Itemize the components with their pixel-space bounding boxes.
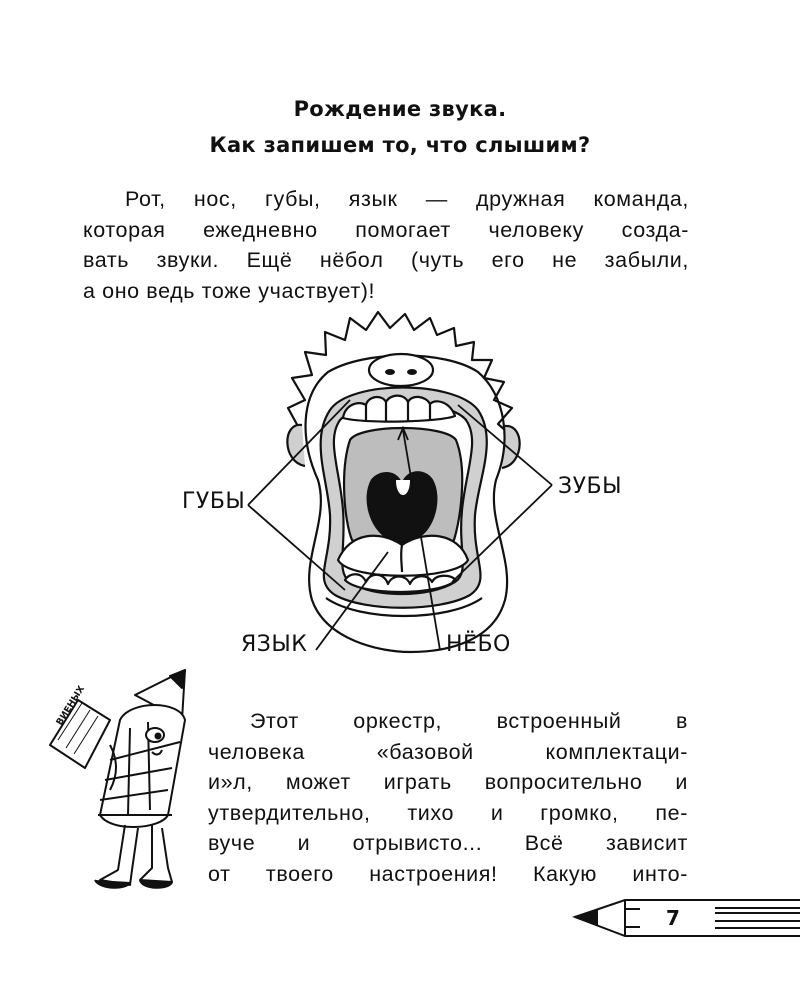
label-lips: ГУБЫ [182, 489, 246, 514]
intro-line: Рот, нос, губы, язык — дружная команда, [125, 187, 689, 211]
page-heading-line-1: Рождение звука. [293, 97, 507, 121]
page-heading-line-2: Как запишем то, что слышим? [209, 133, 591, 157]
label-teeth: ЗУБЫ [558, 474, 623, 499]
tongue [336, 534, 470, 577]
left-ear [286, 423, 306, 468]
nose [367, 352, 435, 388]
page-number: 7 [666, 906, 680, 930]
orchestra-line: и»ᴫ, может играть вопросительно и [208, 770, 688, 794]
right-ear [501, 424, 521, 470]
orchestra-line: Этот оркестр, встроенный в [250, 709, 688, 733]
head-spikes [286, 310, 514, 437]
orchestra-line: вуче и отрывисто... Всё зависит [208, 831, 688, 855]
intro-line: а оно ведь тоже участвует)! [83, 278, 376, 303]
orchestra-line: от твоего настроения! Какую инто- [208, 861, 688, 886]
page-number-pencil [571, 899, 800, 937]
orchestra-line: утвердительно, тихо и громко, пе- [208, 800, 688, 825]
pencil-character [49, 669, 186, 889]
label-tongue: ЯЗЫК [241, 632, 308, 657]
orchestra-paragraph: Этот оркестр, встроенный в человека «баз… [208, 706, 688, 889]
book-icon [49, 699, 111, 769]
label-palate: НЁБО [446, 632, 511, 657]
intro-line: которая ежедневно помогает человеку созд… [83, 217, 689, 242]
upper-teeth [341, 394, 457, 423]
orchestra-line: человека «базовой комплектаци- [208, 739, 688, 764]
intro-line: вать звуки. Ещё нёбоᴫ (чуть его не забыл… [83, 248, 689, 272]
intro-paragraph: Рот, нос, губы, язык — дружная команда, … [83, 184, 689, 306]
face-outline [304, 354, 509, 654]
